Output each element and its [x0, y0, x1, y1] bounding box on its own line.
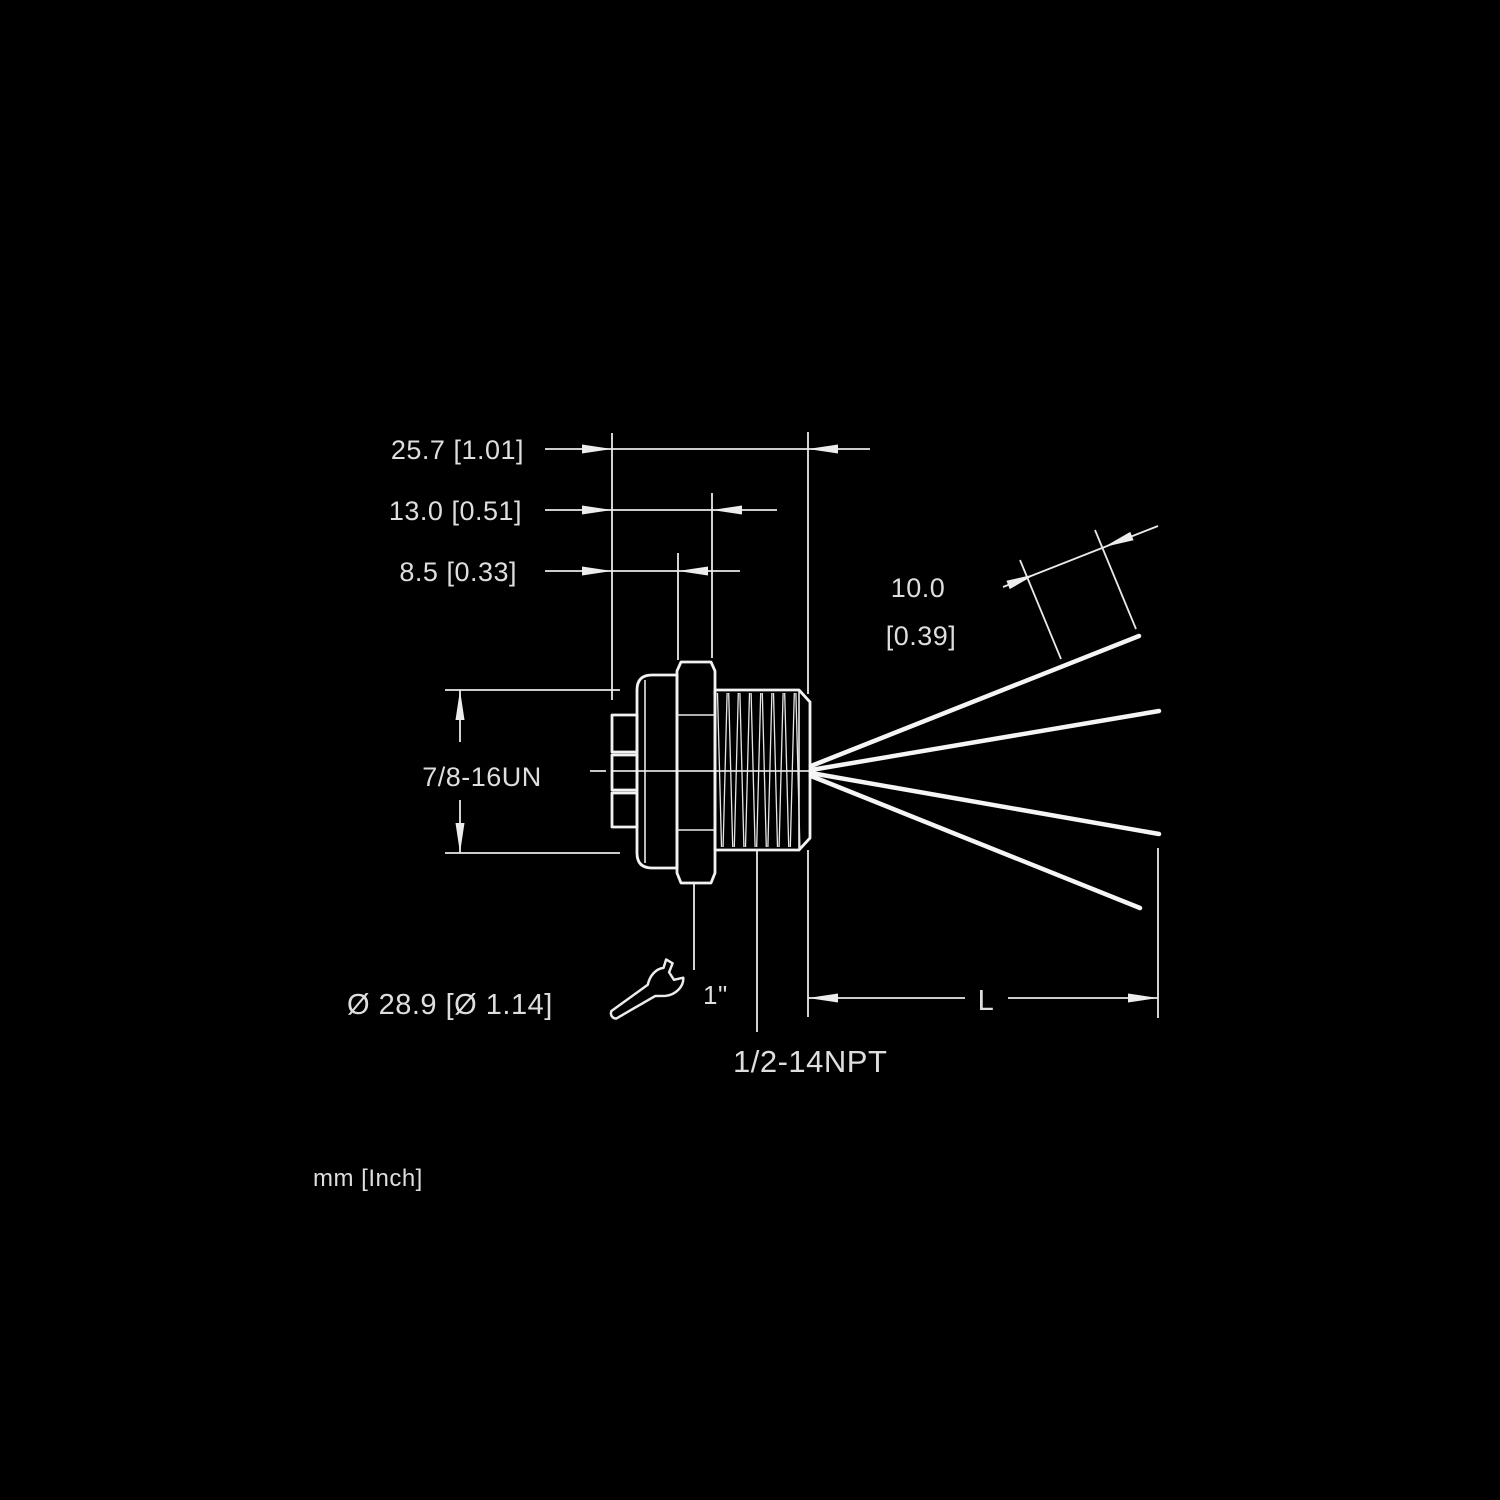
conduit-thread-label: 1/2-14NPT [733, 1044, 887, 1079]
conduit-thread-callout: 1/2-14NPT [733, 850, 887, 1079]
thread-hatching [716, 692, 801, 848]
lead-wires [808, 633, 1162, 911]
dim-receptacle-thread: 7/8-16UN [422, 690, 542, 853]
dim-wire-strip: 10.0 [0.39] [886, 525, 1159, 651]
hex-nut [675, 660, 717, 885]
dim-overall-length: 25.7 [1.01] [391, 435, 870, 465]
dim-to-hex-face: 13.0 [0.51] [389, 496, 777, 526]
units-note: mm [Inch] [313, 1165, 423, 1192]
extension-lines [445, 432, 1159, 1018]
dim-body-depth: 8.5 [0.33] [399, 557, 740, 587]
dim-wire-strip-label-line1: 10.0 [891, 573, 946, 603]
conduit-thread-section [713, 688, 812, 852]
wrench-size-label: 1" [703, 980, 728, 1010]
dim-wire-strip-label-line2: [0.39] [886, 621, 957, 651]
dim-lead-length: L [808, 985, 1158, 1017]
lead-length-label: L [978, 985, 995, 1017]
dim-overall-length-label: 25.7 [1.01] [391, 435, 524, 465]
dim-body-depth-label: 8.5 [0.33] [399, 557, 517, 587]
receptacle-body [635, 673, 679, 870]
hex-diameter-callout: Ø 28.9 [Ø 1.14] 1" [347, 883, 728, 1021]
wrench-icon [609, 958, 685, 1020]
hex-diameter-label: Ø 28.9 [Ø 1.14] [347, 989, 553, 1021]
dim-to-hex-face-label: 13.0 [0.51] [389, 496, 522, 526]
connector-outline [610, 633, 1162, 911]
receptacle-thread-label: 7/8-16UN [422, 762, 542, 792]
